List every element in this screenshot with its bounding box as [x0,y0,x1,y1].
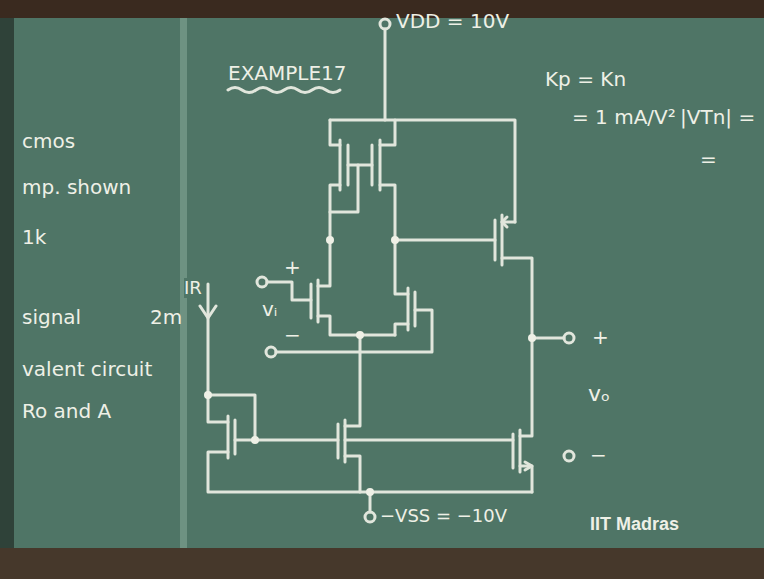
signal-name: vᵢ [262,298,277,320]
parameter-note: = 1 mA/V² [572,106,676,128]
polarity-sign: − [590,444,607,466]
problem-text: signal [22,306,81,328]
parameter-note: Kp = Kn [545,68,626,90]
supply-label: VDD = 10V [396,10,509,32]
parameter-note: |VTn| = [680,106,755,128]
problem-text: cmos [22,130,75,152]
current-label: IR [184,278,202,298]
polarity-sign: + [284,256,301,278]
current-value: 2m [150,306,182,328]
problem-text: valent circuit [22,358,152,380]
supply-label: −VSS = −10V [380,506,507,526]
problem-text: 1k [22,226,46,248]
signal-name: vₒ [588,382,610,406]
polarity-sign: + [592,326,609,348]
parameter-note: = [700,148,717,170]
polarity-sign: − [284,324,301,346]
problem-text: mp. shown [22,176,131,198]
example-title: EXAMPLE17 [228,62,347,84]
problem-text: Ro and A [22,400,111,422]
watermark: IIT Madras [590,515,679,535]
